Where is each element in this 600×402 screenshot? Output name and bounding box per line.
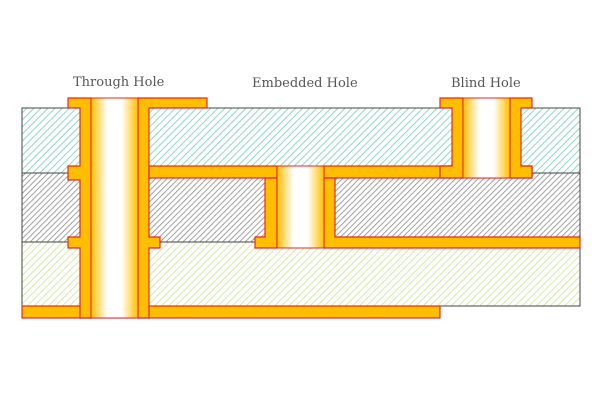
embedded-hole-label: Embedded Hole	[252, 76, 358, 91]
blind-hole	[462, 97, 511, 179]
inner-trace-left	[148, 165, 278, 179]
through-hole	[90, 97, 139, 319]
blind-hole-label: Blind Hole	[451, 76, 521, 91]
through-hole-right-wall	[137, 97, 208, 319]
holes	[90, 97, 511, 319]
through-hole-left-wall	[67, 97, 92, 319]
through-hole-label: Through Hole	[73, 75, 165, 90]
embedded-hole	[276, 165, 325, 249]
blind-hole-right-wall	[509, 97, 533, 179]
